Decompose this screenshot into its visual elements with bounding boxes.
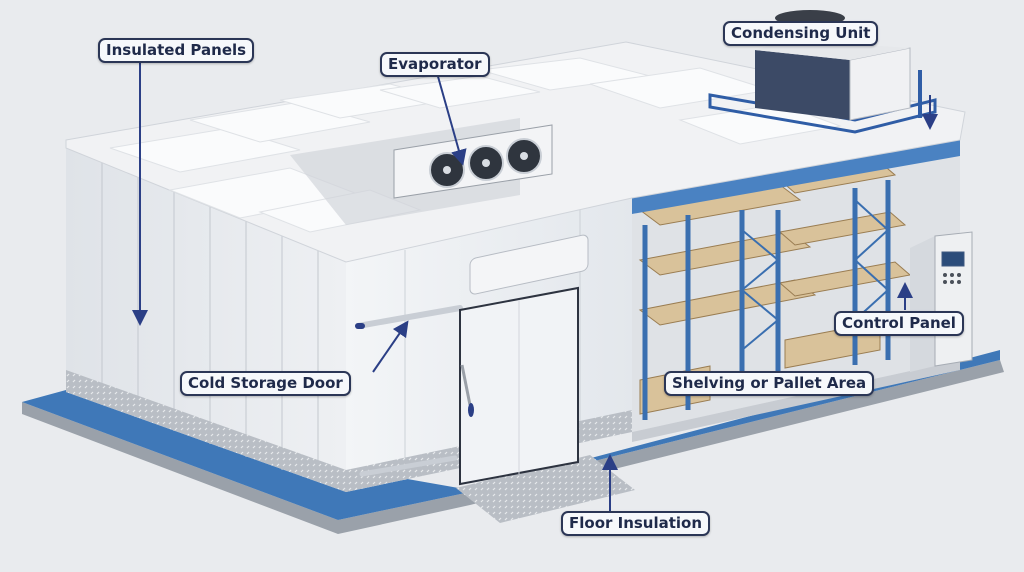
callout-condensing-unit: Condensing Unit (723, 21, 879, 46)
control-panel-cabinet (910, 231, 973, 372)
evaporator-unit (393, 124, 553, 199)
callout-arrows (132, 62, 938, 512)
callout-insulated-panels: Insulated Panels (98, 38, 255, 63)
condensing-unit (708, 10, 937, 134)
floor-slab (22, 350, 1004, 534)
callout-floor-insulation: Floor Insulation (561, 511, 711, 536)
callout-evaporator: Evaporator (380, 52, 490, 77)
door-ramp (456, 455, 635, 523)
storage-interior (558, 140, 960, 442)
callout-shelving-pallet-area: Shelving or Pallet Area (664, 371, 875, 396)
callout-control-panel: Control Panel (834, 311, 964, 336)
front-wall-panels (346, 198, 632, 492)
callout-cold-storage-door: Cold Storage Door (180, 371, 351, 396)
